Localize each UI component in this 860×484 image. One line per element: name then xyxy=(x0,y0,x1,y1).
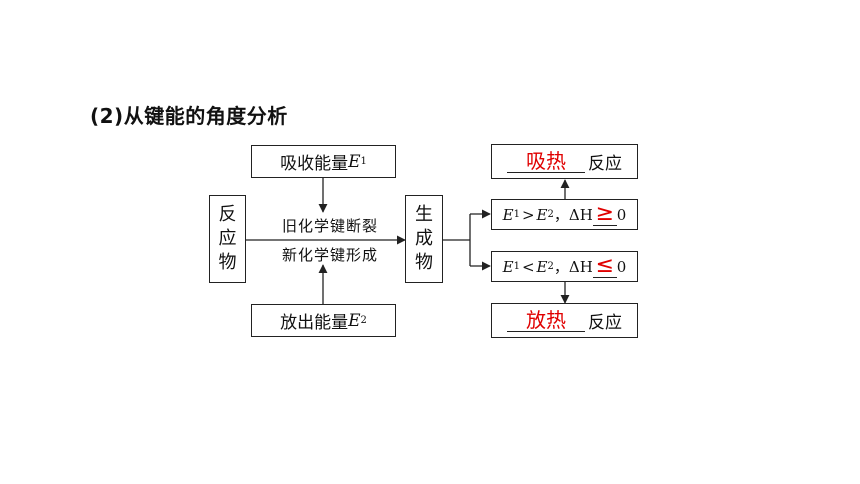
endothermic-result-box: 吸热 反应 xyxy=(491,144,638,179)
release-energy-text: 放出能量 xyxy=(280,313,349,333)
absorb-energy-var: E xyxy=(348,151,361,172)
release-energy-var: E xyxy=(348,310,361,331)
cond-bottom-s1: 1 xyxy=(513,261,520,272)
cond-bottom-zero: 0 xyxy=(616,257,627,276)
endothermic-answer: 吸热 xyxy=(507,150,585,173)
cond-top-zero: 0 xyxy=(616,205,627,224)
exothermic-suffix: 反应 xyxy=(588,313,622,333)
cond-bottom-e1: E xyxy=(502,257,514,276)
cond-bottom-e2: E xyxy=(536,257,548,276)
endothermic-suffix: 反应 xyxy=(588,154,622,174)
absorb-energy-text: 吸收能量 xyxy=(280,154,349,174)
product-char: 生 xyxy=(415,204,433,225)
cond-top-e2: E xyxy=(536,205,548,224)
reactant-char: 物 xyxy=(218,252,237,273)
exothermic-answer: 放热 xyxy=(507,309,585,332)
cond-bottom-op: < xyxy=(521,257,535,276)
reactant-char: 反 xyxy=(218,204,237,225)
reactant-box: 反 应 物 xyxy=(209,195,246,283)
absorb-energy-sub: 1 xyxy=(360,156,367,167)
cond-top-s2: 2 xyxy=(547,209,554,220)
cond-bottom-s2: 2 xyxy=(547,261,554,272)
section-heading: (2)从键能的角度分析 xyxy=(90,104,288,128)
release-energy-sub: 2 xyxy=(360,315,367,326)
cond-top-e1: E xyxy=(502,205,514,224)
reactant-char: 应 xyxy=(218,228,237,249)
cond-top-s1: 1 xyxy=(513,209,520,220)
product-char: 物 xyxy=(415,252,433,273)
exothermic-result-box: 放热 反应 xyxy=(491,303,638,338)
product-char: 成 xyxy=(415,228,433,249)
cond-top-answer: ≥ xyxy=(592,203,617,226)
cond-top-op: > xyxy=(521,205,535,224)
product-box: 生 成 物 xyxy=(405,195,443,283)
bond-forming-text: 新化学键形成 xyxy=(281,246,378,264)
cond-bottom-sep: ，ΔH xyxy=(553,258,593,276)
cond-bottom-answer: ≤ xyxy=(592,255,617,278)
cond-top-sep: ，ΔH xyxy=(553,206,593,224)
bond-breaking-text: 旧化学键断裂 xyxy=(281,217,378,235)
